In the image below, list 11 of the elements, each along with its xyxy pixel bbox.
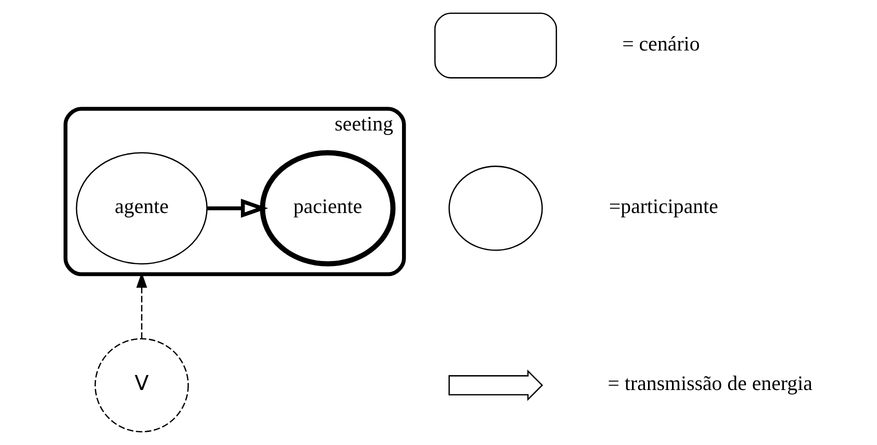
node-circle xyxy=(448,166,543,251)
node-box xyxy=(434,12,558,78)
legend-label: = transmissão de energia xyxy=(608,373,812,396)
node-arrow xyxy=(448,370,544,402)
legend-label: =participante xyxy=(609,196,718,218)
node-circle: V xyxy=(94,338,189,432)
node-ellipse: agente xyxy=(76,152,208,264)
arrow xyxy=(207,198,268,218)
arrow xyxy=(136,272,148,339)
legend-label: = cenário xyxy=(622,33,700,56)
node-ellipse: paciente xyxy=(260,150,396,266)
